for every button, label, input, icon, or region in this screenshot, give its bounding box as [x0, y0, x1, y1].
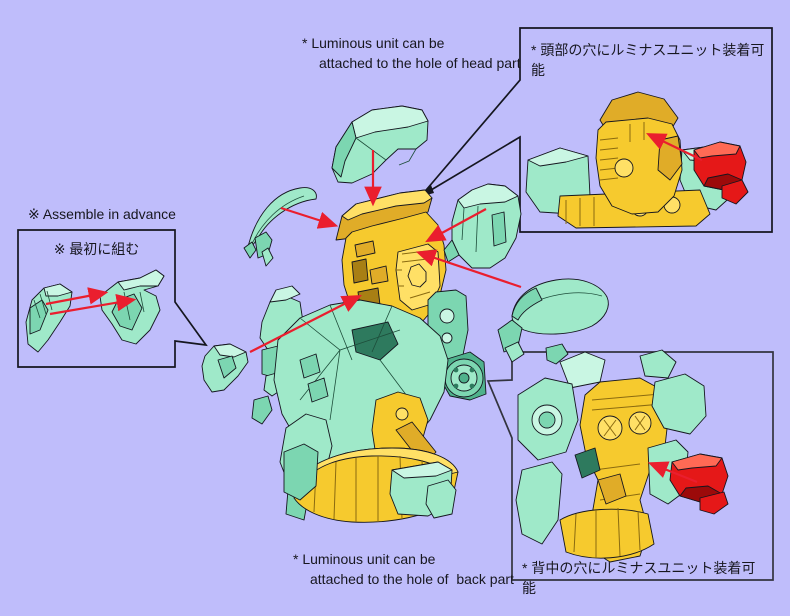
arrow-luminous-head: [646, 133, 703, 161]
antenna-fin-part: [243, 187, 317, 267]
assembled-body: [251, 285, 487, 523]
chest-cover-part: [331, 105, 429, 184]
hip-armor-part: [201, 343, 249, 393]
arrow-fin: [280, 206, 339, 229]
preassembly-part-left: [25, 283, 73, 353]
assemble-arrow-2: [49, 293, 137, 316]
preassembly-part-right: [99, 269, 165, 345]
assemble-note-jp: ※ 最初に組む: [53, 241, 140, 257]
head-note-jp: * 頭部の穴にルミナスユニット装着可能: [531, 42, 765, 78]
inset-head-unit: [595, 91, 683, 215]
callout-box-head: [420, 27, 773, 233]
back-note-jp: * 背中の穴にルミナスユニット装着可能: [522, 560, 756, 596]
back-note-en: * Luminous unit can be attached to the h…: [293, 549, 514, 589]
assemble-arrow-1: [45, 287, 109, 306]
arrow-hip: [249, 295, 362, 353]
arrow-luminous-back: [647, 461, 698, 484]
arrow-back-panel: [425, 208, 487, 243]
callout-box-back: [486, 351, 774, 581]
luminous-unit-back: [669, 453, 729, 515]
shoulder-pod-part: [497, 278, 609, 365]
inset-head-view: [525, 91, 749, 229]
head-note-en-line2: attached to the hole of head part: [319, 55, 521, 71]
back-note-en-line1: * Luminous unit can be: [293, 551, 436, 567]
inset-back-view: [515, 349, 729, 563]
assembly-arrows: [249, 150, 522, 353]
back-note-en-line2: attached to the hole of back part: [310, 571, 514, 587]
head-note-en-line1: * Luminous unit can be: [302, 35, 445, 51]
arrow-shoulder-pod: [415, 249, 522, 289]
head-note-en: * Luminous unit can be attached to the h…: [302, 33, 521, 73]
callout-box-assemble: [17, 229, 208, 368]
assemble-note-en: ※ Assemble in advance: [28, 206, 176, 222]
back-panel-part: [443, 183, 522, 269]
